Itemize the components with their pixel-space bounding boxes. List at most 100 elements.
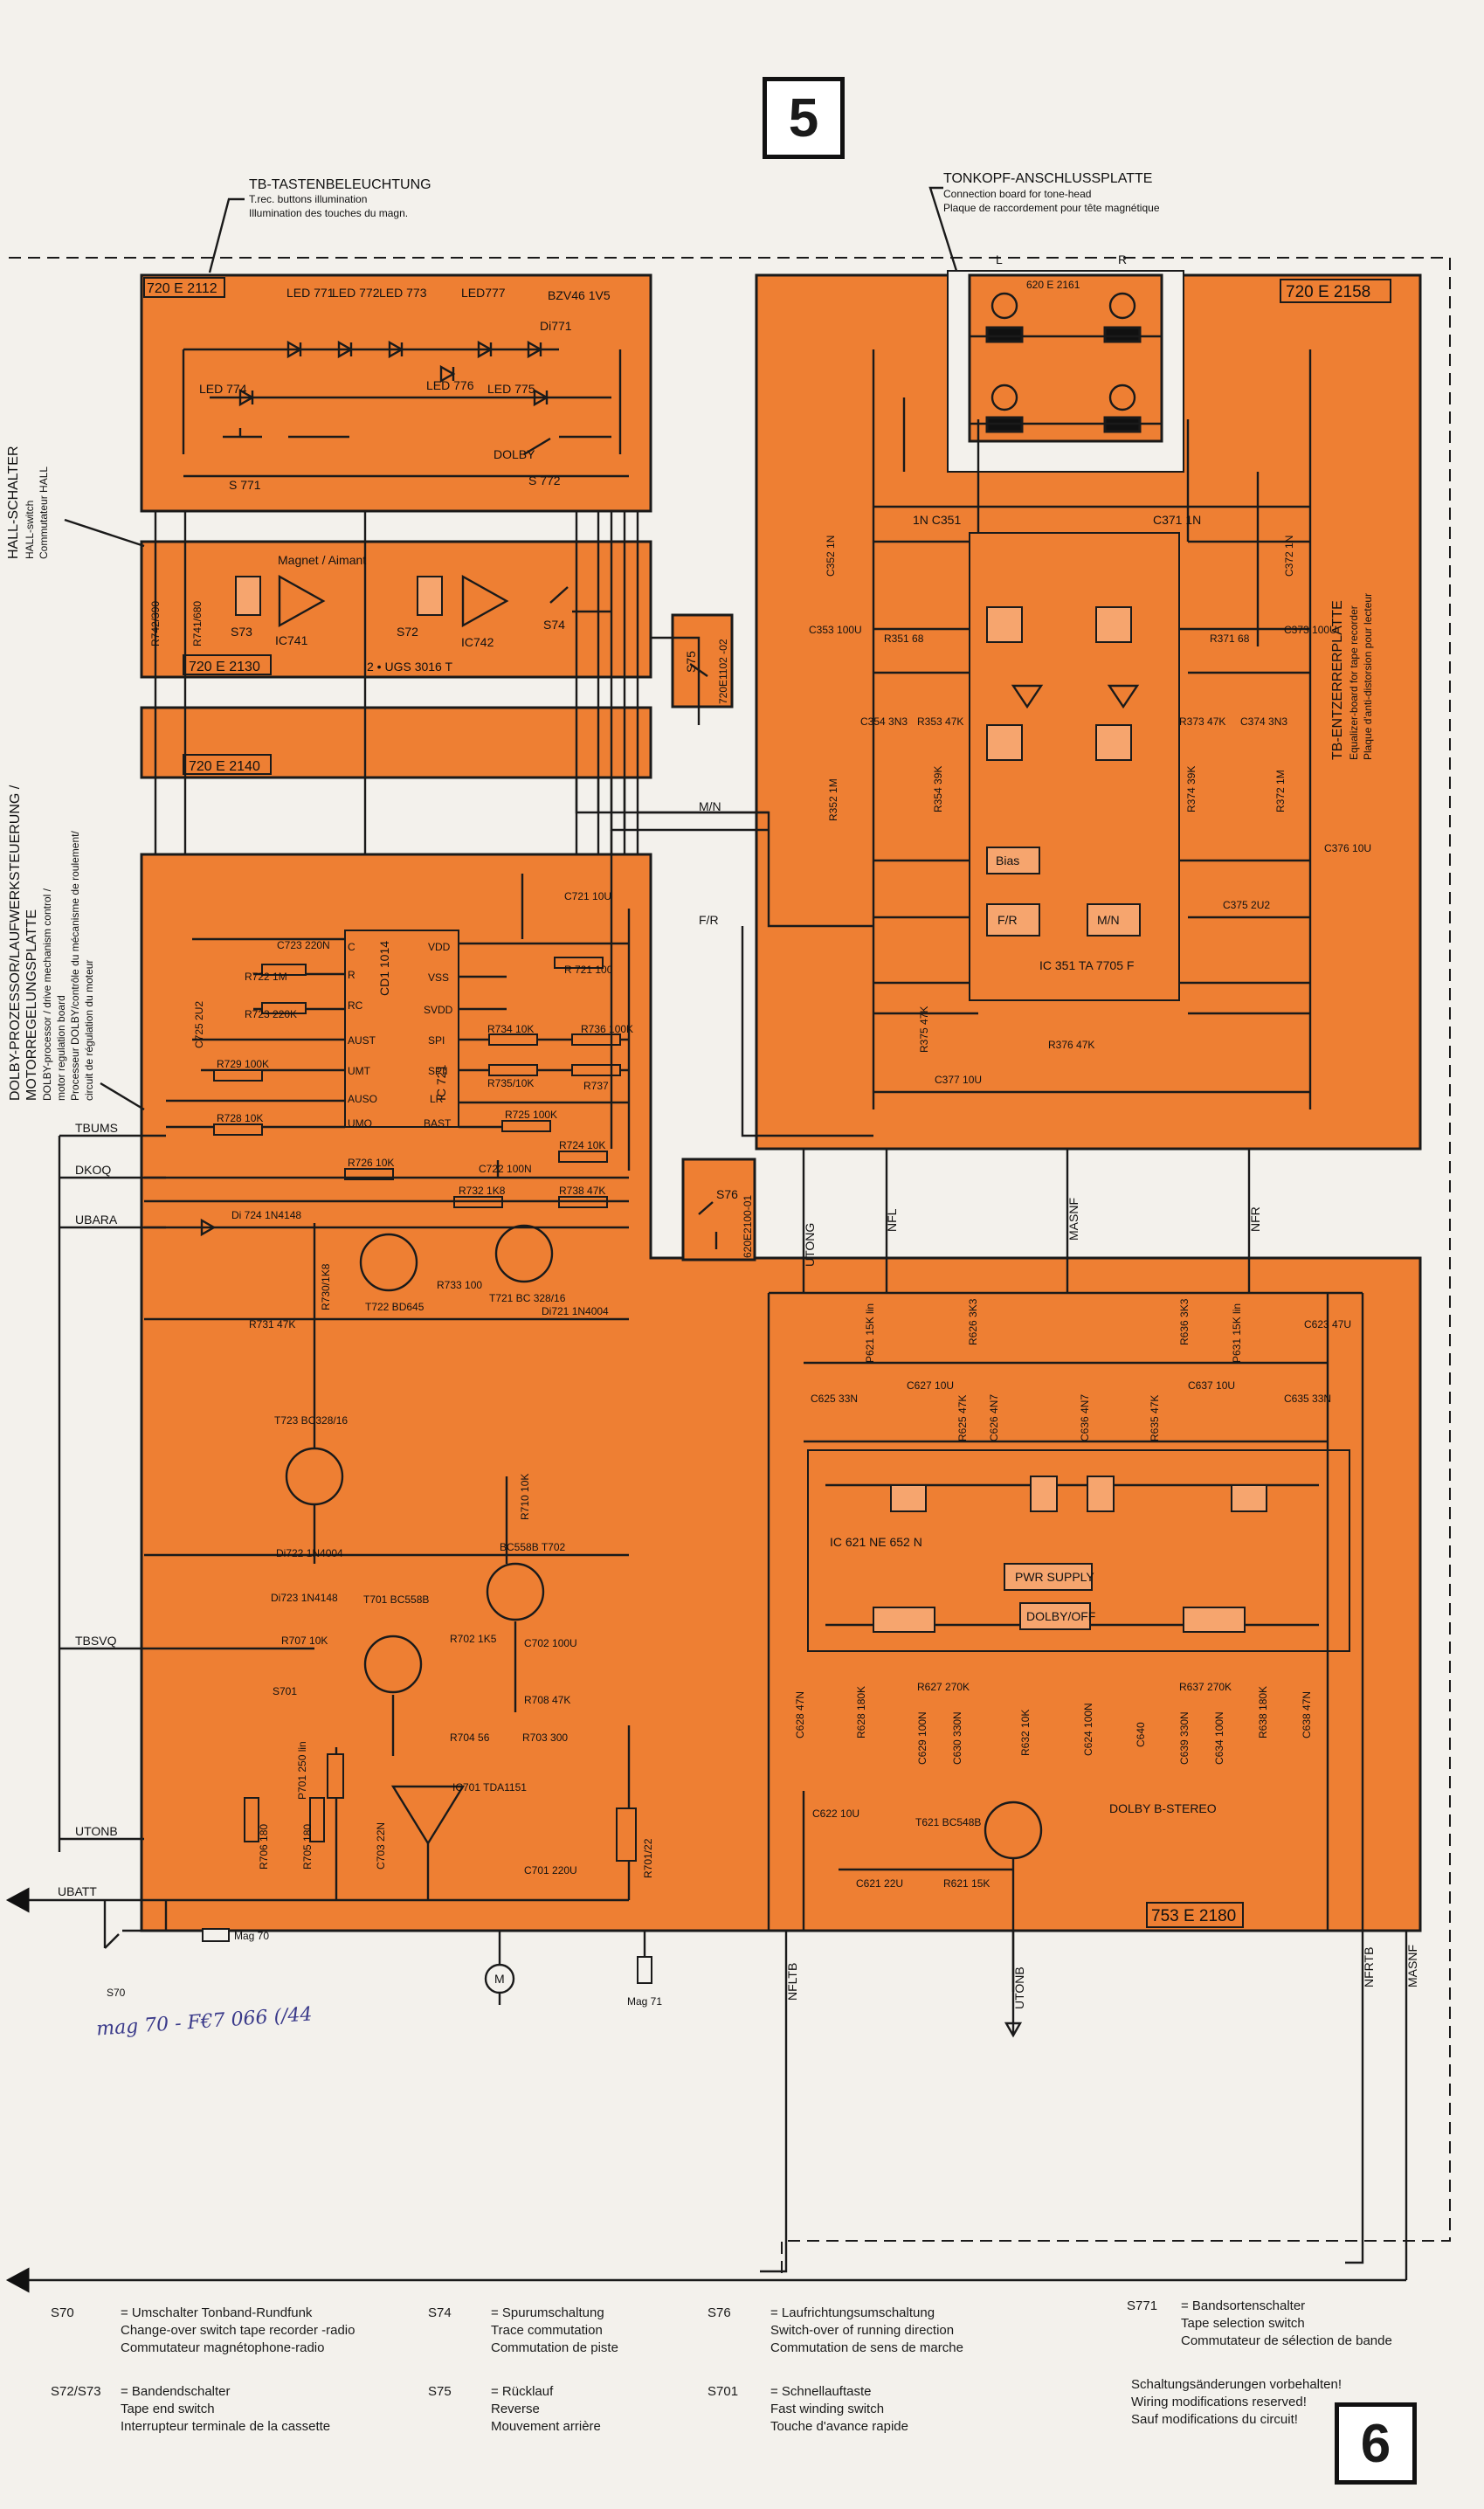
- component-label: R371 68: [1210, 632, 1250, 645]
- ic701-symbol: [390, 1785, 466, 1846]
- component-label: S72: [397, 625, 418, 639]
- component-label: T621 BC548B: [915, 1816, 981, 1828]
- component-label: R373 47K: [1179, 715, 1225, 728]
- component-label: NFL: [885, 1208, 899, 1232]
- equalizer-section: L R Bias F/R M/N IC 351 TA 7705 F 1N C35…: [809, 252, 1371, 1109]
- component-label: F/R: [997, 913, 1018, 927]
- component-label: R635 47K: [1149, 1395, 1161, 1441]
- t721-symbol: [494, 1224, 554, 1283]
- component-label: C721 10U: [564, 890, 611, 902]
- component-label: R730/1K8: [320, 1263, 332, 1310]
- component-label: MASNF: [1066, 1198, 1080, 1241]
- component-label: DOLBY: [494, 447, 535, 461]
- pwr-supply-block: [1004, 1563, 1093, 1591]
- component-label: C627 10U: [907, 1379, 954, 1392]
- board-label-2158: 720 E 2158: [1286, 283, 1370, 301]
- led-775: [533, 388, 549, 407]
- component-label: C377 10U: [935, 1074, 982, 1086]
- led-773: [388, 340, 404, 359]
- component-label: LED 772: [332, 286, 380, 300]
- legend-line: Interrupteur terminale de la cassette: [121, 2419, 331, 2434]
- component-label: C373 100U: [1284, 624, 1337, 636]
- header-dolby-proc-6: circuit de régulation du moteur: [83, 960, 95, 1101]
- component-label: PWR SUPPLY: [1015, 1570, 1094, 1584]
- modifications-note: Schaltungsänderungen vorbehalten! Wiring…: [1131, 2376, 1342, 2429]
- component-label: R701/22: [642, 1838, 654, 1878]
- component-label: C: [348, 941, 355, 953]
- component-label: R632 10K: [1019, 1710, 1032, 1756]
- mag70-coil: [202, 1928, 230, 1942]
- legend-line: Touche d'avance rapide: [770, 2419, 908, 2434]
- component-label: R636 3K3: [1178, 1298, 1191, 1345]
- component-label: C634 100N: [1213, 1711, 1225, 1765]
- bus-wires: [154, 511, 769, 854]
- component-label: R627 270K: [917, 1681, 970, 1693]
- header-hall: HALL-SCHALTER HALL-switch Commutateur HA…: [6, 446, 50, 559]
- component-label: C376 10U: [1324, 842, 1371, 854]
- board-620e2100: [681, 1158, 756, 1261]
- component-label: S 772: [528, 473, 561, 487]
- component-label: R: [1118, 252, 1127, 266]
- hall-section: Magnet / Aimant S73 IC741 S72 IC742 S74 …: [149, 553, 708, 725]
- outer-frame: [9, 257, 1451, 2281]
- legend-code: S771: [1127, 2298, 1158, 2313]
- component-label: T723 BC328/16: [274, 1414, 348, 1427]
- legend-line: = Bandendschalter: [121, 2384, 231, 2399]
- component-label: C629 100N: [916, 1711, 928, 1765]
- legend-line: Change-over switch tape recorder -radio: [121, 2323, 355, 2338]
- legend-code: S75: [428, 2384, 452, 2399]
- ic741-symbol: [278, 574, 326, 628]
- mn-block: [1087, 903, 1141, 937]
- component-label: C723 220N: [277, 939, 330, 951]
- dolby-b-section: PWR SUPPLY DOLBY/OFF IC 621 NE 652 N DOL…: [767, 1291, 1364, 1992]
- legend-line: = Umschalter Tonband-Rundfunk: [121, 2305, 313, 2320]
- component-label: Mag 70: [234, 1930, 269, 1942]
- component-label: UBATT: [58, 1884, 97, 1898]
- header-hall-1: HALL-SCHALTER: [6, 446, 21, 559]
- component-label: SVDD: [424, 1004, 453, 1016]
- transistor-area: Di 724 1N4148 R730/1K8 T722 BD645 R733 1…: [144, 1209, 629, 1756]
- header-tb-illum-3: Illumination des touches du magn.: [249, 207, 408, 219]
- dolby-proc-pointer: [100, 1082, 145, 1111]
- component-label: C623 47U: [1304, 1318, 1351, 1331]
- component-label: T701 BC558B: [363, 1593, 429, 1606]
- component-label: S74: [543, 618, 565, 632]
- tape-heads: L R: [970, 252, 1162, 433]
- component-label: R626 3K3: [967, 1298, 979, 1345]
- component-label: BZV46 1V5: [548, 288, 611, 302]
- component-label: M/N: [699, 799, 721, 813]
- ic721-chip: [344, 930, 459, 1128]
- component-label: LED777: [461, 286, 506, 300]
- component-label: SPII: [428, 1065, 448, 1077]
- component-label: R707 10K: [281, 1635, 328, 1647]
- component-label: VSS: [428, 971, 449, 984]
- component-label: C624 100N: [1082, 1703, 1094, 1756]
- component-label: R738 47K: [559, 1185, 605, 1197]
- component-label: R728 10K: [217, 1112, 263, 1124]
- component-label: C354 3N3: [860, 715, 908, 728]
- component-label: C375 2U2: [1223, 899, 1270, 911]
- component-label: C622 10U: [812, 1807, 859, 1820]
- component-label: AUST: [348, 1034, 376, 1047]
- component-label: R374 39K: [1185, 766, 1198, 812]
- component-label: VDD: [428, 941, 451, 953]
- legend-line: Commutation de sens de marche: [770, 2340, 963, 2355]
- component-label: IC741: [275, 633, 308, 647]
- component-label: C636 4N7: [1079, 1394, 1091, 1441]
- component-label: S76: [716, 1187, 738, 1201]
- header-tonkopf-1: TONKOPF-ANSCHLUSSPLATTE: [943, 171, 1152, 186]
- bottom-outputs: NFLTB UTONB NFRTB MASNF: [760, 1931, 1419, 2280]
- component-label: UTONB: [1012, 1966, 1026, 2009]
- component-label: R726 10K: [348, 1157, 394, 1169]
- component-label: R705 180: [301, 1824, 314, 1870]
- component-label: C630 330N: [951, 1711, 963, 1765]
- header-entzerrer-1: TB-ENTZERRERPLATTE: [1330, 600, 1345, 760]
- component-label: S75: [684, 651, 698, 673]
- hall-pointer: [64, 518, 145, 548]
- component-label: R702 1K5: [450, 1633, 497, 1645]
- component-label: R625 47K: [956, 1395, 969, 1441]
- component-label: R710 10K: [519, 1474, 531, 1520]
